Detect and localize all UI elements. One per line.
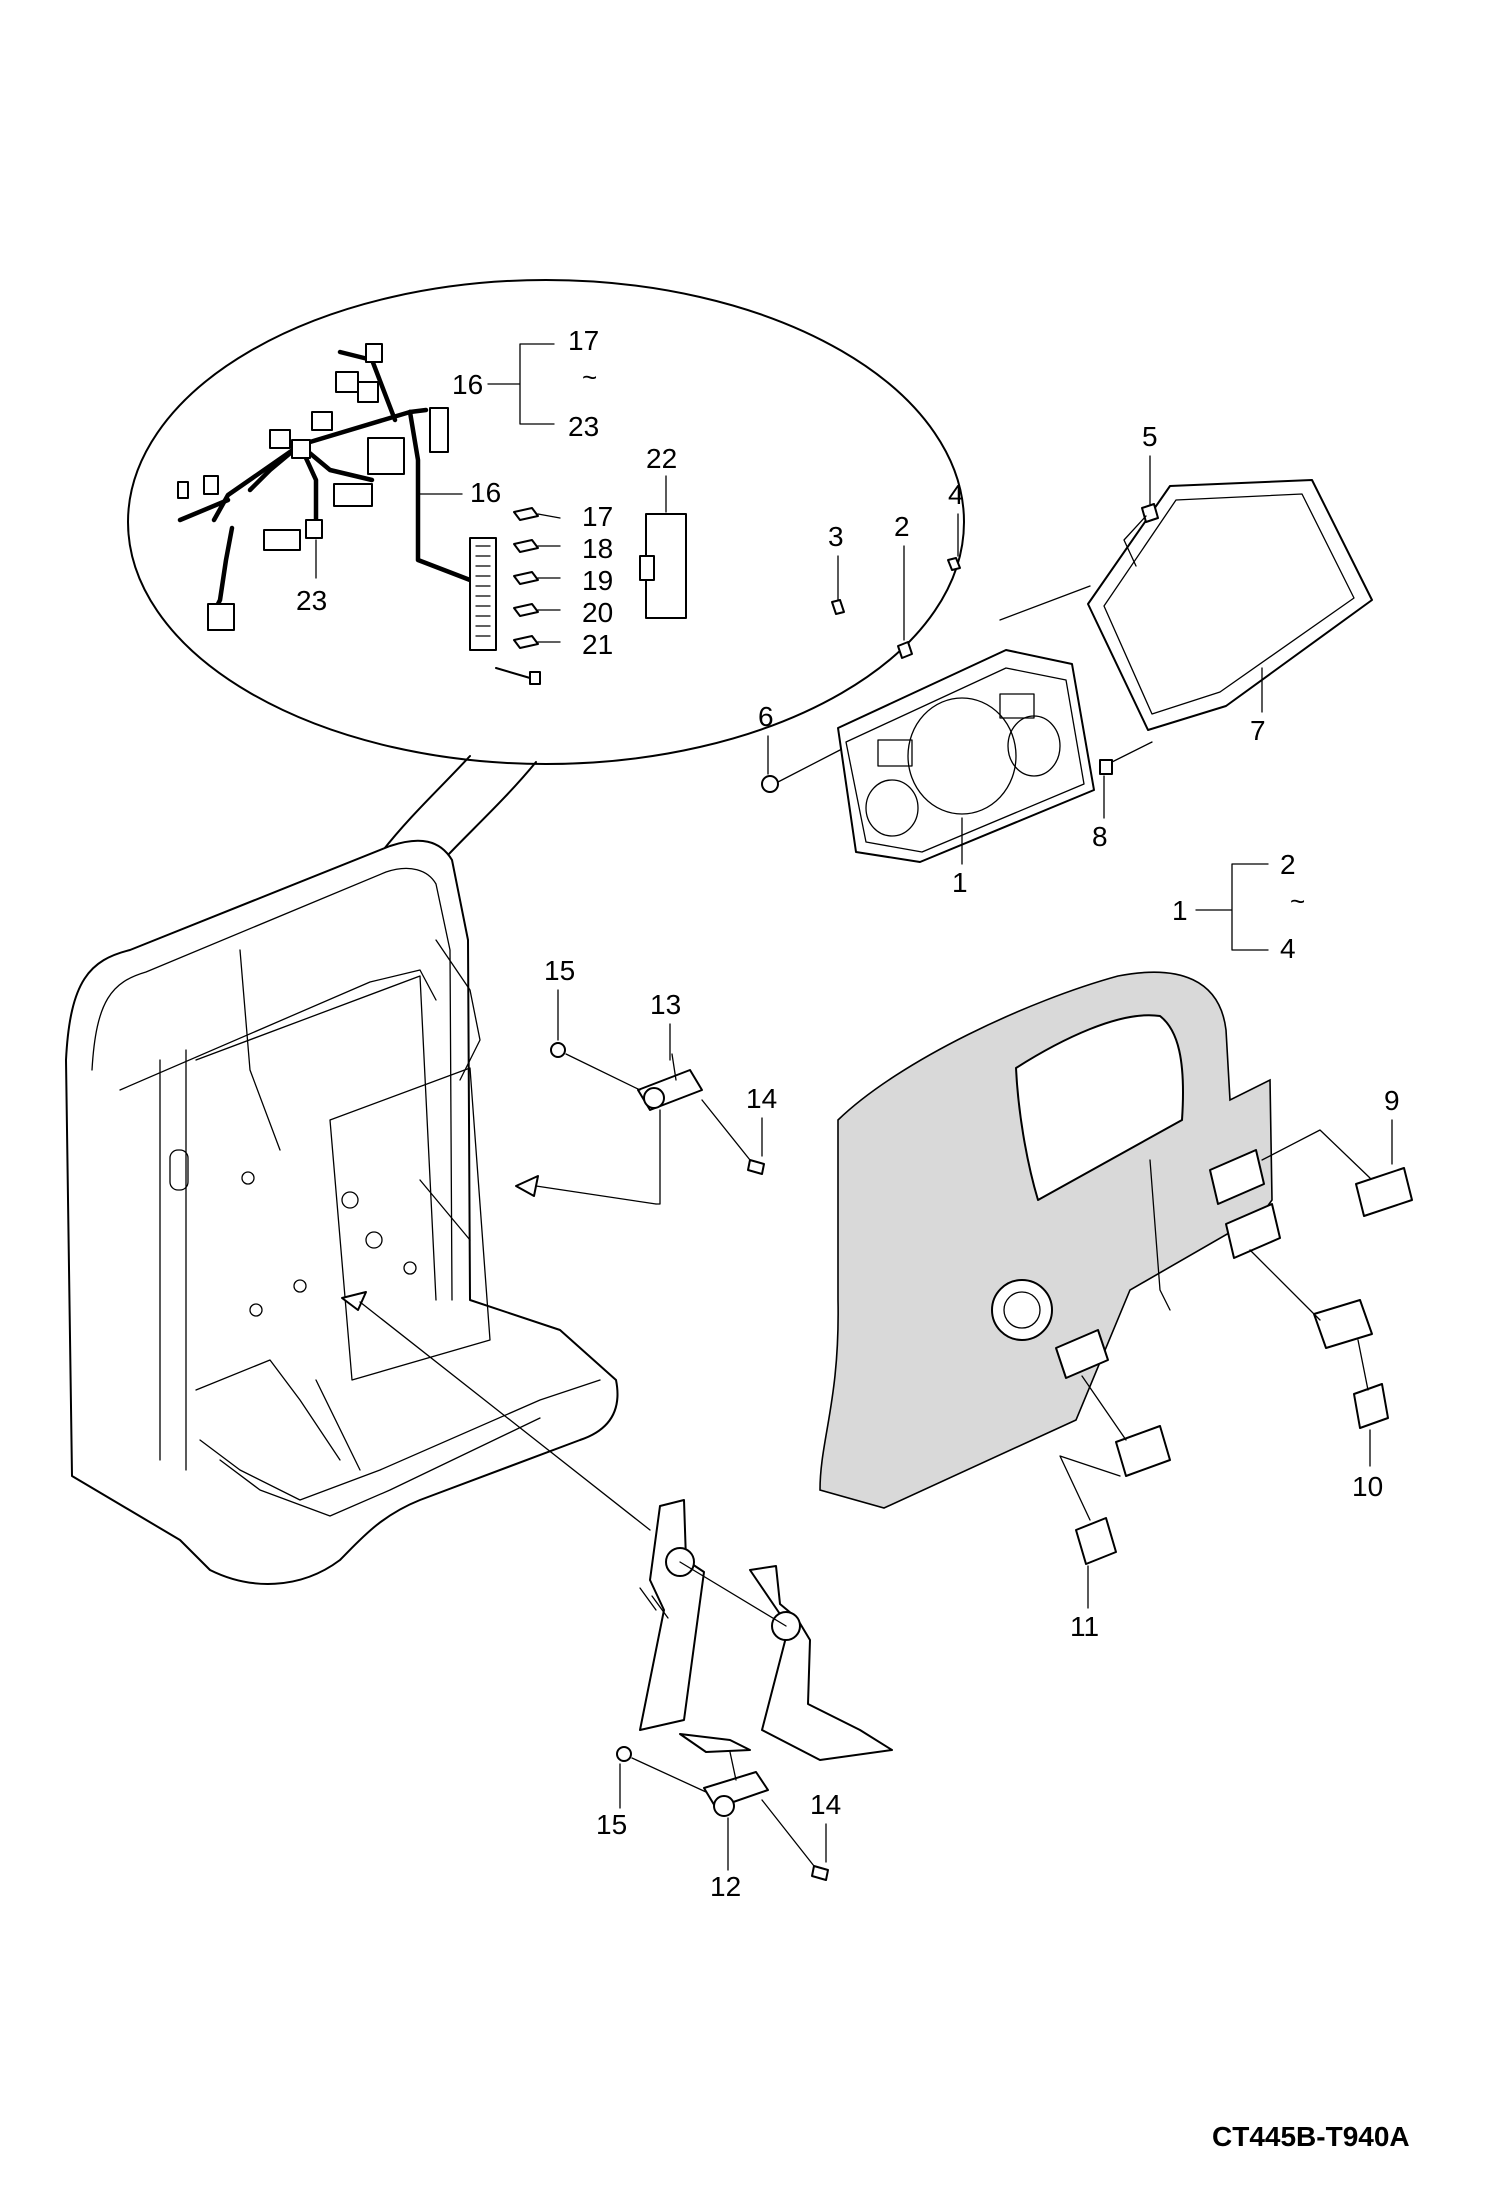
callout-20-fuse: 20 (582, 597, 613, 628)
callout-7-bezel: 7 (1250, 715, 1266, 746)
callout-3-bulb: 3 (828, 521, 844, 552)
cab-console-frame (65, 839, 657, 1585)
callout-23-group: 23 (568, 411, 599, 442)
screw-14-lower (811, 1865, 829, 1881)
callout-15-nut: 15 (544, 955, 575, 986)
callout-11-switch: 11 (1070, 1611, 1099, 1642)
nut-15-upper (550, 1042, 566, 1058)
group-bracket-1 (1195, 863, 1269, 951)
callout-2-group: 2 (1280, 849, 1296, 880)
callout-23-connector: 23 (296, 585, 327, 616)
callout-15-nut-lower: 15 (596, 1809, 627, 1840)
switch-13 (637, 1053, 703, 1205)
callout-13-switch: 13 (650, 989, 681, 1020)
switch-12 (703, 1751, 769, 1817)
switch-10 (1249, 1249, 1389, 1429)
callout-12-switch: 12 (710, 1871, 741, 1902)
range-tilde-16: ~ (582, 362, 597, 392)
callout-17-fuse: 17 (582, 501, 613, 532)
callout-5-screw: 5 (1142, 421, 1158, 452)
callout-17-group: 17 (568, 325, 599, 356)
callout-1-group: 1 (1172, 895, 1188, 926)
screw-14-upper (747, 1159, 765, 1175)
switch-11 (1059, 1375, 1171, 1565)
range-tilde-1: ~ (1290, 886, 1305, 916)
callout-4-bulb: 4 (948, 479, 964, 510)
callout-10-switch: 10 (1352, 1471, 1383, 1502)
callout-6-screw: 6 (758, 701, 774, 732)
callout-22-relay: 22 (646, 443, 677, 474)
wiring-harness (177, 343, 687, 685)
callout-9-plug: 9 (1384, 1085, 1400, 1116)
nut-15-lower (616, 1746, 632, 1762)
callout-1-cluster: 1 (952, 867, 968, 898)
harness-detail-bubble: 16 17 ~ 23 16 23 17 18 19 20 21 22 (127, 279, 965, 953)
dash-cowl (819, 971, 1281, 1509)
callout-2-bulb: 2 (894, 511, 910, 542)
callout-16-group: 16 (452, 369, 483, 400)
pedal-assembly (639, 1499, 893, 1761)
blank-plug-9 (1261, 1129, 1413, 1217)
callout-14-screw-lower: 14 (810, 1789, 841, 1820)
callout-4-group: 4 (1280, 933, 1296, 964)
callout-16-harness: 16 (470, 477, 501, 508)
callout-8-screw: 8 (1092, 821, 1108, 852)
callout-21-fuse: 21 (582, 629, 613, 660)
instrument-cluster (761, 479, 1373, 863)
drawing-code: CT445B-T940A (1212, 2121, 1410, 2152)
callout-18-fuse: 18 (582, 533, 613, 564)
callout-14-screw: 14 (746, 1083, 777, 1114)
callout-19-fuse: 19 (582, 565, 613, 596)
